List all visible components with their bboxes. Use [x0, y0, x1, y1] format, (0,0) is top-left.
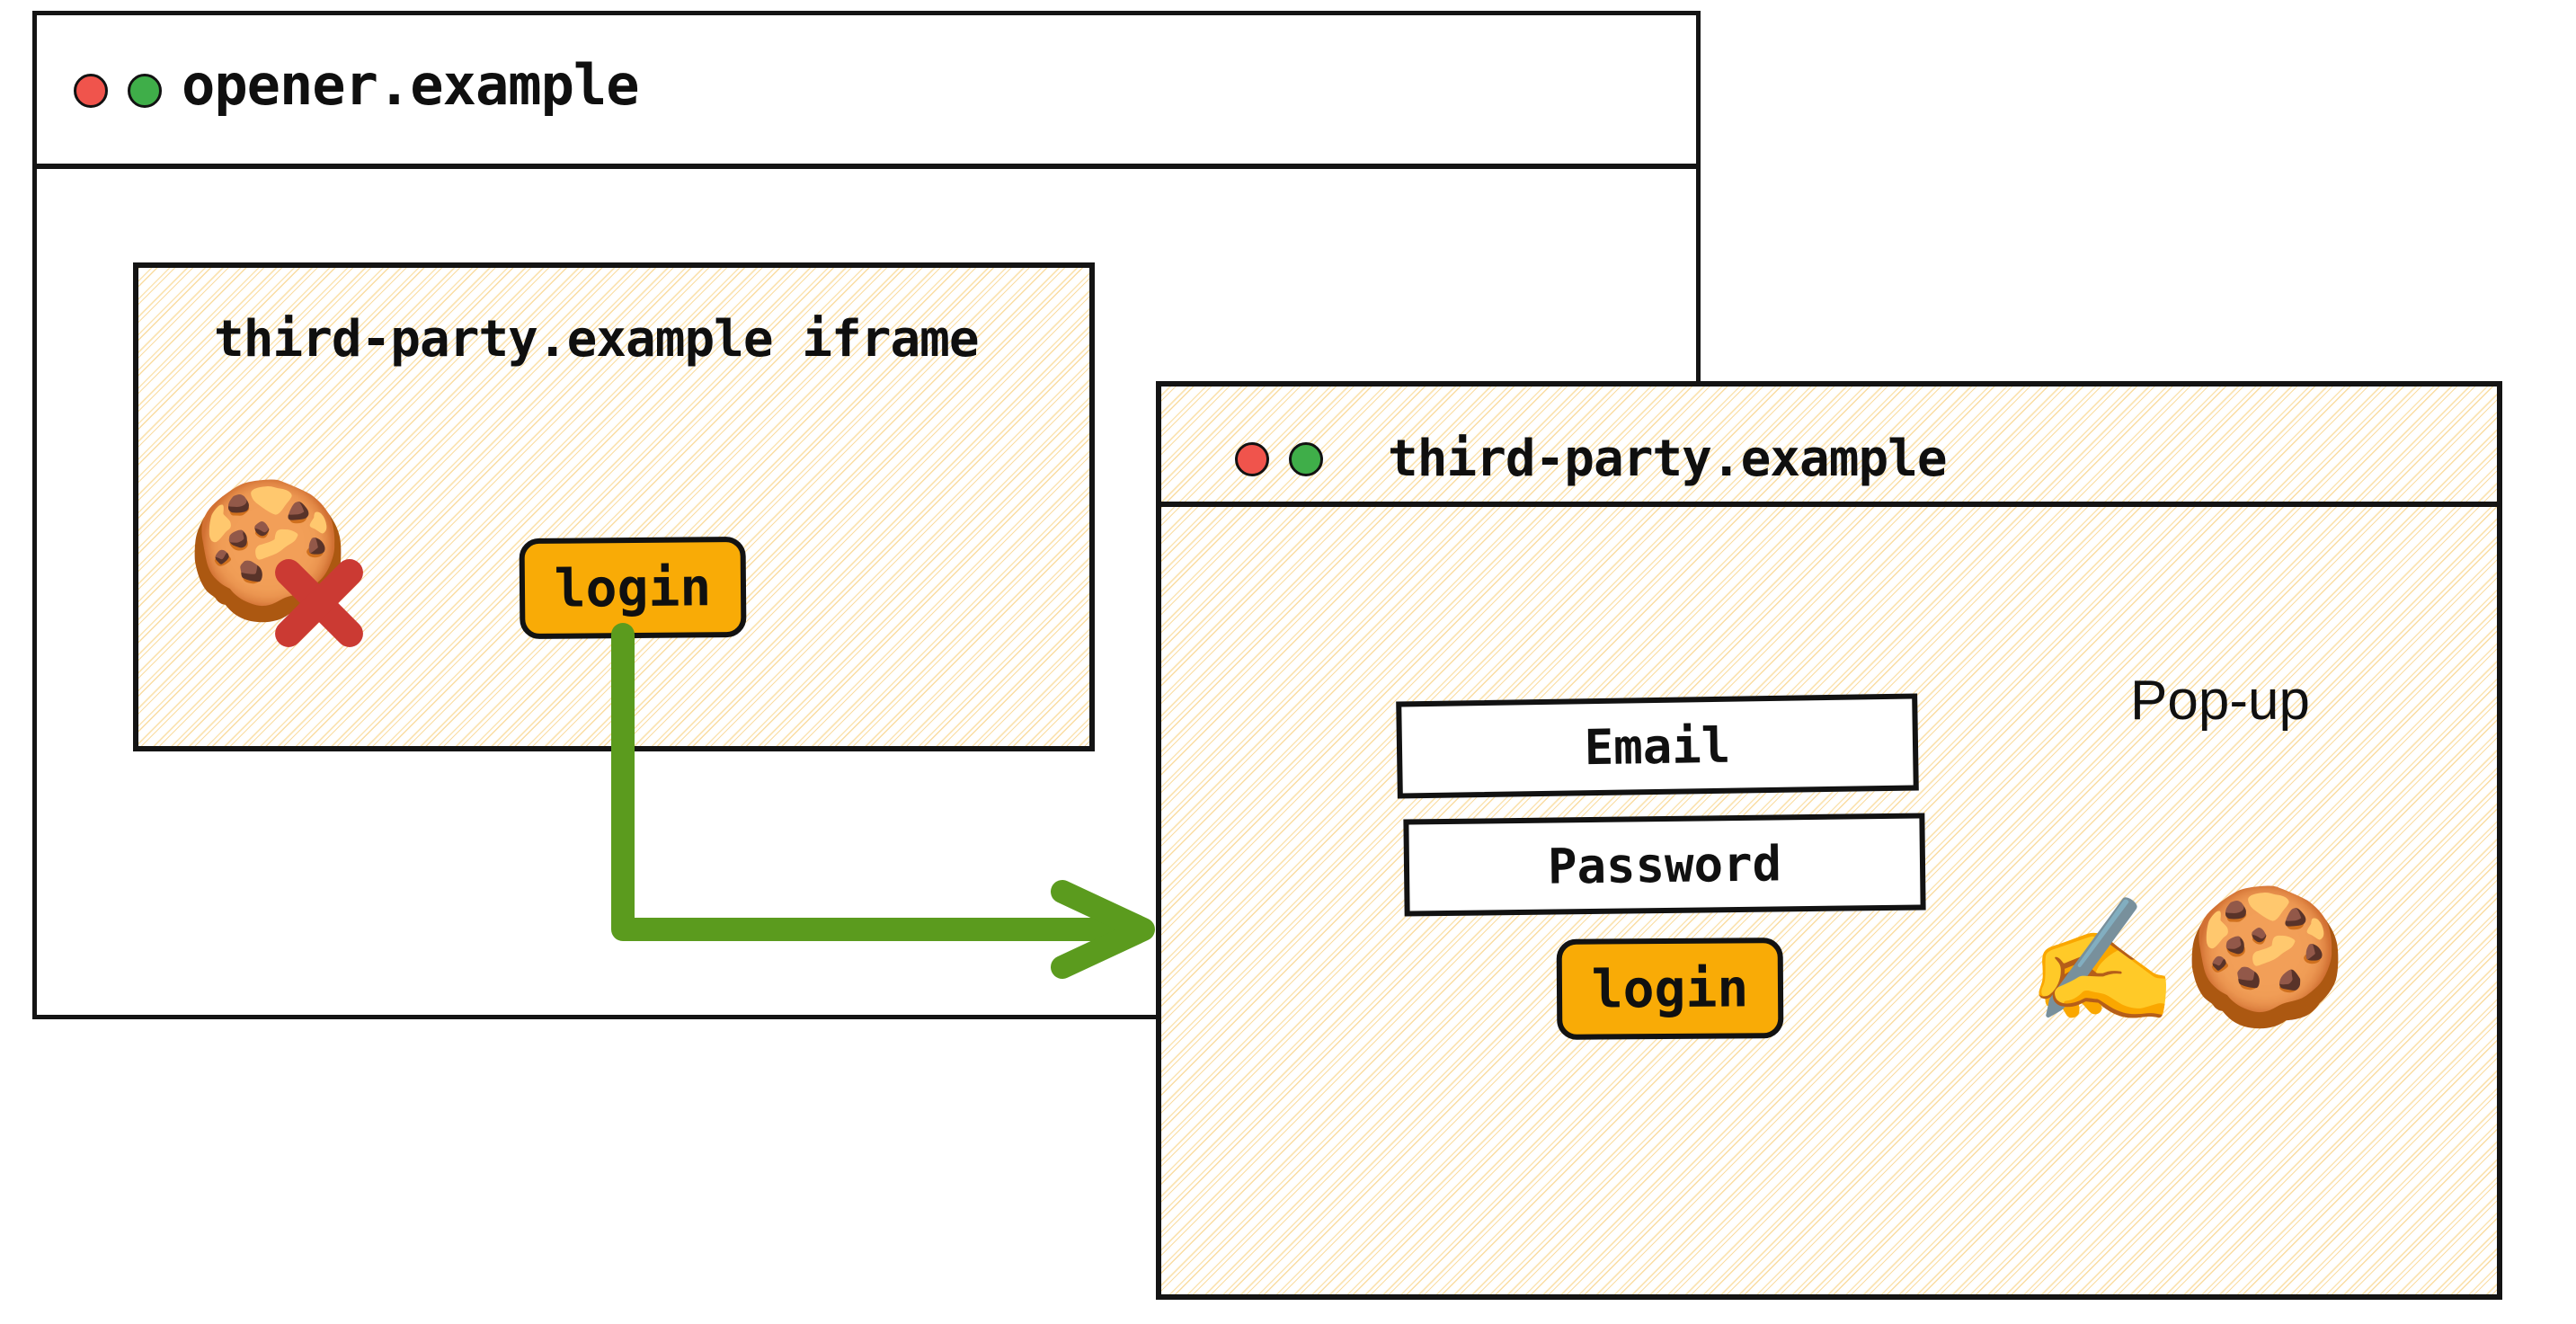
maximize-dot[interactable]	[128, 74, 162, 108]
popup-login-button[interactable]: login	[1556, 937, 1784, 1040]
popup-annotation-label: Pop-up	[2130, 670, 2310, 732]
red-cross-icon	[261, 545, 378, 662]
close-dot[interactable]	[1235, 442, 1269, 476]
password-field[interactable]: Password	[1403, 813, 1926, 917]
maximize-dot[interactable]	[1289, 442, 1323, 476]
iframe-title-label: third-party.example iframe	[214, 310, 980, 369]
opener-window-title: opener.example	[182, 52, 640, 118]
cookie-icon: 🍪	[2182, 879, 2349, 1034]
blocked-cookie-group: 🍪	[185, 484, 394, 671]
close-dot[interactable]	[74, 74, 108, 108]
opener-window-controls	[74, 74, 162, 108]
popup-window-title: third-party.example	[1388, 430, 1948, 488]
email-field[interactable]: Email	[1396, 693, 1919, 799]
writing-hand-icon: ✍️	[2026, 891, 2179, 1033]
iframe-login-button[interactable]: login	[519, 536, 747, 640]
popup-window-controls	[1235, 442, 1323, 476]
